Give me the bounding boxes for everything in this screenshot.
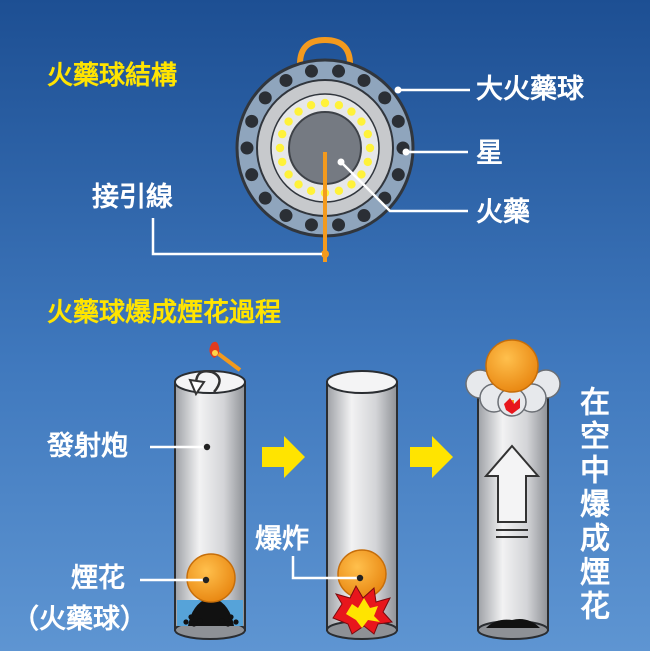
label-mortar: 發射炮 — [47, 431, 128, 462]
shell-dot — [391, 114, 405, 128]
firework-ball-1 — [186, 553, 236, 603]
star-dot — [334, 101, 344, 110]
tube-burst — [465, 339, 561, 640]
label-firework-sub: （火藥球） — [12, 604, 147, 635]
shell-dot — [245, 168, 259, 182]
firework-ball-2 — [337, 549, 387, 599]
shell-dot — [279, 73, 293, 87]
powder-grain — [188, 614, 194, 620]
structure-title: 火藥球結構 — [47, 61, 178, 91]
star-dot — [278, 157, 287, 167]
up-arrow-icon — [483, 444, 541, 523]
powder-grain — [183, 619, 189, 625]
star-dot — [347, 107, 356, 116]
tube-explode — [291, 370, 398, 640]
shell-dot — [245, 114, 259, 128]
powder-grain — [233, 619, 239, 625]
star-dot — [275, 143, 285, 153]
right-arrow-icon — [410, 436, 453, 478]
powder-grain — [225, 621, 231, 627]
star-dot — [284, 170, 293, 179]
rotate-arrow-icon — [194, 370, 221, 393]
star-dot — [357, 170, 366, 179]
star-dot — [347, 180, 356, 189]
tube-launch — [140, 341, 246, 640]
powder-grain — [197, 618, 203, 624]
shell-dot — [258, 191, 272, 205]
label-powder: 火藥 — [476, 197, 530, 228]
star-dot — [294, 180, 303, 189]
star-dot — [363, 157, 372, 167]
star-dot — [278, 129, 287, 139]
leader-powder — [340, 161, 468, 213]
star-dot — [320, 98, 330, 108]
label-shell: 大火藥球 — [476, 74, 584, 105]
label-firework: 煙花 — [71, 563, 125, 594]
powder-grain — [219, 618, 225, 624]
shell-dot — [304, 218, 318, 232]
process-title: 火藥球爆成煙花過程 — [47, 298, 282, 328]
shell-dot — [304, 64, 318, 78]
outer-shell-dots — [240, 64, 410, 232]
star-dot — [363, 129, 372, 139]
shell-loop — [297, 36, 353, 65]
shell-dot — [240, 141, 254, 155]
shell-dot — [391, 168, 405, 182]
label-burst-in-sky: 在空中爆成煙花 — [574, 386, 609, 624]
star-dots — [275, 98, 375, 198]
star-dot — [306, 186, 316, 195]
match-icon — [209, 341, 242, 372]
shell-cross-section — [151, 36, 470, 262]
right-arrow-icon — [262, 436, 305, 478]
shell-dot — [378, 91, 392, 105]
leader-fuse — [151, 218, 322, 256]
label-explosion: 爆炸 — [255, 524, 309, 555]
shell-dot — [357, 73, 371, 87]
firework-ball-3 — [485, 339, 539, 393]
star-dot — [357, 117, 366, 126]
star-dot — [306, 101, 316, 110]
label-fuse: 接引線 — [92, 182, 173, 213]
shell-dot — [332, 218, 346, 232]
shell-dot — [357, 209, 371, 223]
star-dot — [334, 186, 344, 195]
star-dot — [365, 143, 375, 153]
shell-dot — [258, 91, 272, 105]
label-star: 星 — [476, 138, 503, 169]
star-dot — [294, 107, 303, 116]
fuse-tip — [321, 250, 329, 258]
powder-grain — [191, 621, 197, 627]
powder-grain — [228, 614, 234, 620]
star-dot — [284, 117, 293, 126]
shell-dot — [332, 64, 346, 78]
shell-dot — [279, 209, 293, 223]
